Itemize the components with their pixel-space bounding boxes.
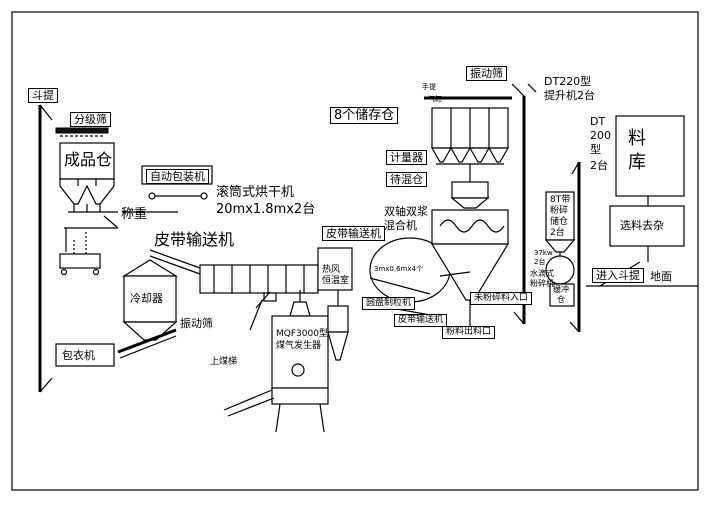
coating-machine-label: 包衣机 <box>62 349 95 362</box>
vib-screen-top-label: 振动筛 <box>466 66 507 81</box>
raw-store-label-2: 库 <box>628 152 646 173</box>
sorting-shape <box>609 205 685 247</box>
belt-conveyor-mid-label: 皮带输送机 <box>322 226 385 241</box>
bucket-left-label: 斗提 <box>28 88 58 103</box>
vib-screen-left-shape <box>117 328 177 359</box>
dt200-label-4: 2台 <box>590 159 608 172</box>
top-tag-1-label: 手提 <box>422 83 436 91</box>
weighing-scale-shape <box>59 215 119 276</box>
auto-packer-label: 自动包装机 <box>146 169 209 184</box>
motor-spec-label-1: 37kw <box>534 249 553 257</box>
dt220-elevator-shape <box>511 83 537 325</box>
uncrushed-inlet-label: 未粉碎料入口 <box>470 292 533 305</box>
grading-screen-label: 分级筛 <box>70 112 111 127</box>
dt200-label-3: 型 <box>590 143 601 156</box>
cooler-label: 冷却器 <box>130 292 163 305</box>
grading-screen-shape <box>55 127 109 137</box>
twin-mixer-label-1: 双轴双浆 <box>384 205 428 218</box>
ground-label: 地面 <box>650 270 672 283</box>
dt220-label-1: DT220型 <box>544 75 592 88</box>
drum-dryer-label-1: 滚筒式烘干机 <box>216 185 295 200</box>
weigher-label: 称重 <box>121 207 148 222</box>
raw-store-shape <box>615 115 685 197</box>
water-crusher-label-1: 水滴式 <box>530 269 554 278</box>
product-bin-shape <box>59 142 178 213</box>
motor-spec-label-2: 2台 <box>534 258 546 266</box>
coating-machine-shape <box>55 343 115 367</box>
enter-bucket-label: 进入斗提 <box>592 268 644 283</box>
mixing-bin-shape <box>450 164 490 209</box>
drum-dryer-shape <box>199 264 319 302</box>
crushed-bin-shape <box>544 191 576 253</box>
metering-label: 计量器 <box>386 150 427 165</box>
raw-store-label-1: 料 <box>628 128 646 149</box>
crushed-bin-label-1: 8T带 <box>550 195 571 205</box>
drum-dryer-label-2: 20mx1.8mx2台 <box>216 202 316 217</box>
hot-air-room-label-1: 热风 <box>322 265 341 275</box>
disc-granulator-label: 圆盘制粒机 <box>362 297 416 310</box>
crushed-bin-label-4: 2台 <box>550 228 565 238</box>
belt-conveyor-left-label: 皮带输送机 <box>154 230 235 249</box>
hot-air-room-label-2: 恒温室 <box>322 276 350 286</box>
crushed-bin-label-3: 储仓 <box>550 217 569 227</box>
mixing-bin-label: 待混仓 <box>386 172 427 187</box>
storage-bins-shape <box>424 96 512 165</box>
cyclone-shape <box>327 290 349 361</box>
dt200-label-1: DT <box>590 115 606 128</box>
gas-generator-label-2: 煤气发生器 <box>276 341 322 351</box>
gas-generator-shape <box>223 290 329 433</box>
buffer-bin-label-1: 缓冲 <box>553 285 569 294</box>
dt200-label-2: 200 <box>590 129 611 142</box>
top-tag-2-label: 气缸 <box>428 95 442 103</box>
hot-air-room-shape <box>317 247 353 291</box>
dt220-label-2: 提升机2台 <box>544 89 595 102</box>
buffer-bin-shape <box>549 283 575 307</box>
coal-feed-label: 上煤梯 <box>210 357 238 367</box>
disc-granulator-spec-label: 3mx0.6mx4个 <box>374 265 423 273</box>
left-bucket-elevator <box>38 104 53 393</box>
dt200-elevator-shape <box>569 161 581 333</box>
cooler-shape <box>121 259 179 341</box>
buffer-bin-label-2: 仓 <box>557 295 565 304</box>
vib-screen-left-label: 振动筛 <box>180 317 213 330</box>
product-bin-label: 成品仓 <box>64 150 113 169</box>
twin-mixer-label-2: 混合机 <box>384 219 417 232</box>
water-crusher-label-2: 粉碎机 <box>530 279 554 288</box>
belt-conveyor-left-shape <box>149 249 201 275</box>
twin-mixer-shape <box>430 209 510 328</box>
storage-bins-label: 8个储存仓 <box>330 107 399 124</box>
crushed-bin-label-2: 粉碎 <box>550 206 569 216</box>
diagram-frame <box>11 11 699 491</box>
belt-conveyor-low-label: 皮带输送机 <box>394 314 448 327</box>
gas-generator-label-1: MQF3000型 <box>276 329 328 339</box>
powder-outlet-label: 粉料出料口 <box>442 326 496 339</box>
sorting-label: 选料去杂 <box>620 219 664 232</box>
